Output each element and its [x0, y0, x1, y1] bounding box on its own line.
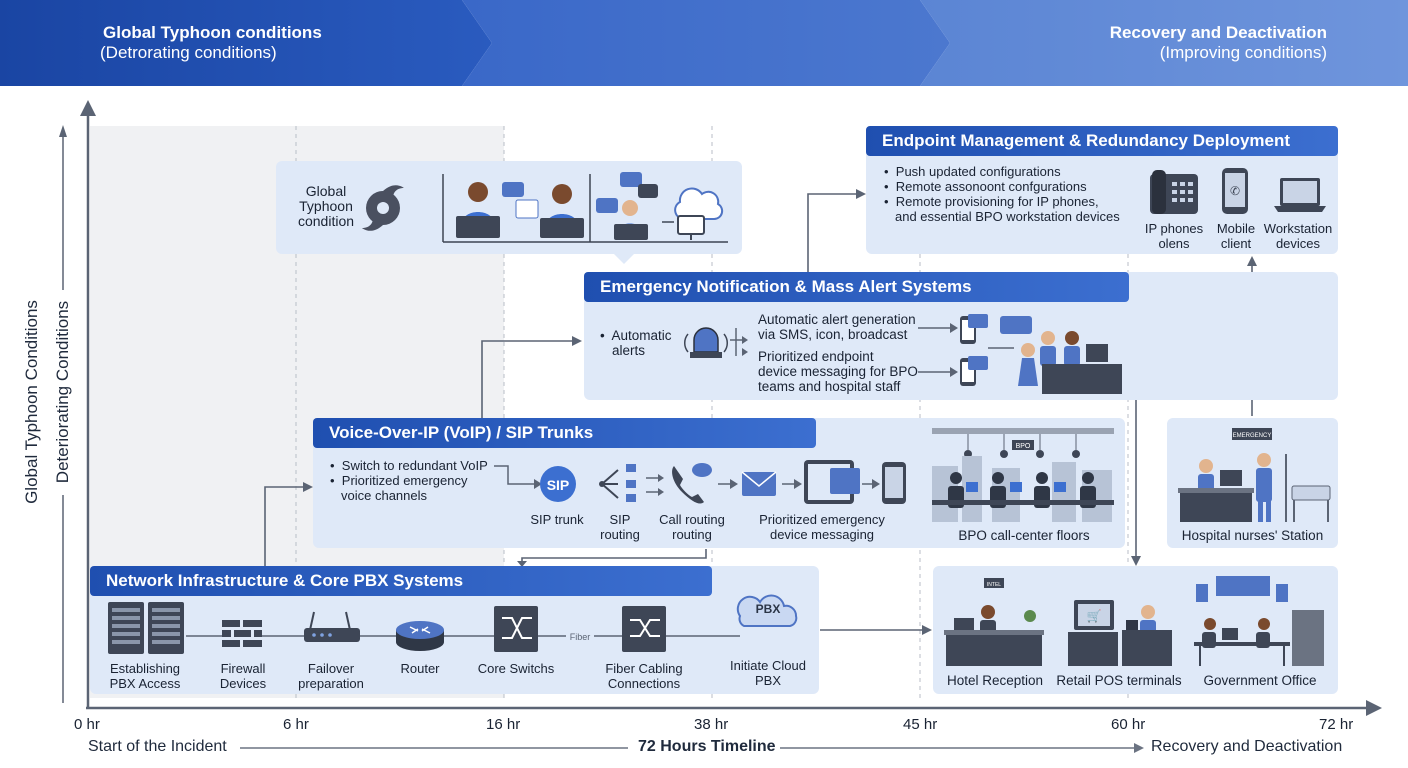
tick-16hr: 16 hr: [486, 716, 521, 733]
ip-phone-icon: [1150, 170, 1198, 214]
hotel-reception-icon: INTEL: [944, 578, 1044, 666]
endpoint-bullet: • Remote assonoont confgurations: [884, 179, 1087, 194]
endpoint-management-title: Endpoint Management & Redundancy Deploym…: [866, 126, 1338, 156]
tick-60hr: 60 hr: [1111, 716, 1146, 733]
bpo-call-center-illustration: BPO: [932, 428, 1114, 522]
voip-bullet: • Prioritized emergency: [330, 473, 468, 488]
tick-6hr: 6 hr: [283, 716, 309, 733]
end-user-sites-illustration: INTEL 🛒: [944, 576, 1324, 666]
tick-0hr: 0 hr: [74, 716, 100, 733]
banner-segment-deteriorating: [0, 0, 492, 86]
svg-text:✆: ✆: [1230, 184, 1240, 198]
router-icon: [396, 621, 444, 651]
endpoint-bullet: • Push updated configurations: [884, 164, 1061, 179]
endpoint-device-icons: ✆: [1150, 168, 1326, 214]
network-device-icons: Fiber PBX: [108, 594, 798, 654]
emergency-sign: EMERGENCY: [1233, 433, 1272, 439]
automatic-alerts-bullet: • Automatic alerts: [600, 328, 672, 358]
retail-pos-label: Retail POS terminals: [1056, 673, 1182, 688]
hotel-sign: INTEL: [987, 582, 1001, 588]
envelope-icon: [742, 472, 776, 496]
banner-right-title: Recovery and Deactivation: [1109, 23, 1327, 42]
banner-right-text: Recovery and Deactivation (Improving con…: [1110, 23, 1327, 63]
voip-bullet: • Switch to redundant VoIP: [330, 458, 488, 473]
sip-icon: SIP: [547, 477, 570, 493]
voip-bullet-continuation: voice channels: [341, 488, 427, 503]
core-switch-icon: [494, 606, 538, 652]
banner-segment-recovery: [920, 0, 1408, 86]
timeline-start-label: Start of the Incident: [88, 738, 227, 755]
banner-left-subtitle: (Detrorating conditions): [100, 43, 277, 62]
retail-pos-icon: 🛒: [1068, 600, 1172, 666]
hospital-station-label: Hospital nurses' Station: [1181, 528, 1324, 543]
voip-bullets: • Switch to redundant VoIP • Prioritized…: [330, 458, 488, 503]
government-office-icon: [1194, 576, 1324, 666]
bpo-call-center-label: BPO call-center floors: [958, 528, 1090, 543]
voip-flow-icons: SIP: [494, 460, 906, 504]
banner-left-text: Global Typhoon conditions (Detrorating c…: [100, 23, 322, 63]
call-routing-icon: [672, 466, 704, 504]
voip-title: Voice-Over-IP (VoIP) / SIP Trunks: [313, 418, 816, 448]
firewall-icon: [222, 620, 262, 650]
alert-recipients-illustration: [918, 314, 1122, 394]
failover-router-icon: [304, 611, 360, 642]
svg-text:🛒: 🛒: [1087, 609, 1102, 623]
banner-segment-middle: [462, 0, 950, 86]
bpo-sign: BPO: [1016, 443, 1031, 450]
fiber-switch-icon: [622, 606, 666, 652]
call-center-agents-illustration: [442, 172, 728, 243]
network-infrastructure-title: Network Infrastructure & Core PBX System…: [90, 566, 712, 596]
typhoon-label-line: condition: [297, 213, 355, 229]
router-label: Router: [400, 661, 440, 676]
government-office-label: Government Office: [1203, 673, 1317, 688]
banner-left-title: Global Typhoon conditions: [103, 23, 322, 42]
typhoon-condition-panel: [276, 161, 742, 254]
workstation-icon: [1274, 178, 1326, 212]
typhoon-label-line: Global: [305, 183, 347, 199]
pbx-cloud-text: PBX: [756, 602, 781, 616]
tick-38hr: 38 hr: [694, 716, 729, 733]
endpoint-bullets: • Push updated configurations • Remote a…: [884, 164, 1120, 224]
emergency-notification-title: Emergency Notification & Mass Alert Syst…: [584, 272, 1129, 302]
siren-icon: [684, 327, 748, 358]
server-rack-icon: [108, 602, 184, 654]
sip-trunk-label: SIP trunk: [530, 512, 584, 527]
mobile-client-icon: ✆: [1222, 168, 1248, 214]
endpoint-bullet: • Remote provisioning for IP phones,: [884, 194, 1099, 209]
endpoint-bullet-continuation: and essential BPO workstation devices: [895, 209, 1120, 224]
banner-right-subtitle: (Improving conditions): [1159, 43, 1327, 62]
typhoon-panel-pointer: [612, 252, 636, 264]
cloud-pbx-icon: PBX: [736, 594, 798, 627]
tick-72hr: 72 hr: [1319, 716, 1354, 733]
phase-banner: [0, 0, 1408, 86]
fiber-label: Fiber: [570, 632, 591, 642]
typhoon-icon: [362, 185, 404, 231]
typhoon-label-line: Typhoon: [299, 198, 353, 214]
hospital-nurses-station-illustration: EMERGENCY: [1178, 428, 1331, 522]
core-switchs-label: Core Switchs: [477, 661, 555, 676]
typhoon-condition-label: Global Typhoon condition: [290, 184, 362, 229]
timeline-title: 72 Hours Timeline: [638, 738, 776, 755]
tick-45hr: 45 hr: [903, 716, 938, 733]
timeline-end-label: Recovery and Deactivation: [1151, 738, 1343, 755]
hotel-reception-label: Hotel Reception: [946, 673, 1044, 688]
